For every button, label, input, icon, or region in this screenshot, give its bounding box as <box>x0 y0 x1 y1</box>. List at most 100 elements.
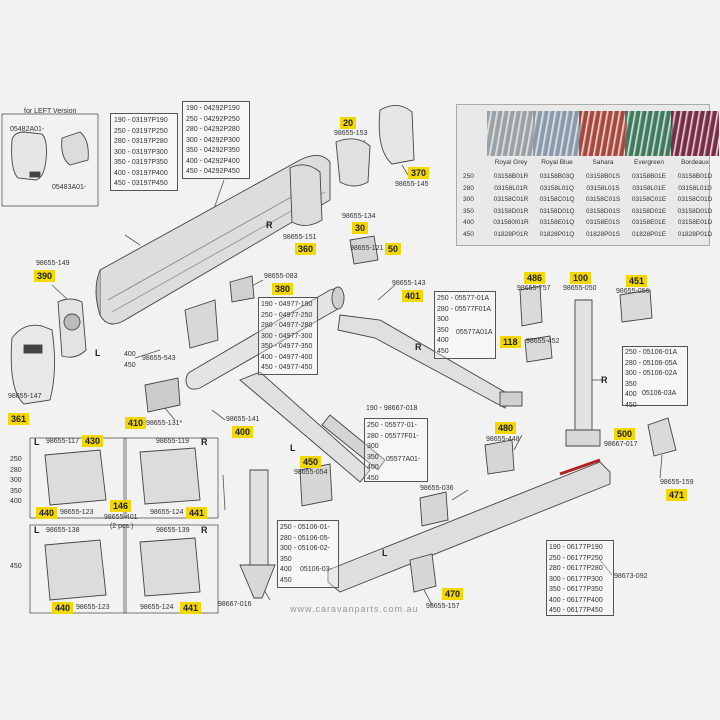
badge-480: 480 <box>495 422 517 434</box>
part-98655-159: 98655-159 <box>660 479 694 486</box>
arm-a-code: 05577A01A <box>456 329 493 336</box>
leg-l-code: 05106-03- <box>300 566 332 573</box>
leg-r-frame <box>622 346 688 406</box>
fabric-size: 280 <box>463 184 474 192</box>
fabric-code: 03158B01E <box>632 173 666 180</box>
fabric-code: 03158L01E <box>632 184 666 192</box>
part-98655-452: 98655-452 <box>526 338 560 345</box>
part-98655-138: 98655-138 <box>46 527 80 534</box>
fabric-code: 01828P01E <box>632 230 666 238</box>
support-leg-drawings <box>239 299 601 599</box>
part-98655-123a: 98655-123 <box>60 509 94 516</box>
fabric-code: 03158B01D <box>677 173 713 180</box>
left-version-label: for LEFT Version <box>24 108 77 115</box>
part-98655-083: 98655-083 <box>264 273 298 280</box>
part-98655-131: 98655-131* <box>146 420 183 427</box>
profile-a-frame <box>110 113 178 191</box>
end-cap-drawings <box>11 131 89 181</box>
fabric-swatch <box>487 111 535 156</box>
badge-20: 20 <box>340 117 357 129</box>
fabric-code: 03158D01S <box>585 207 621 215</box>
fabric-code: 03158D01Q <box>539 207 575 215</box>
fabric-code: 03158B01S <box>586 173 620 180</box>
part-98667-018: 190 - 98667-018 <box>366 405 418 412</box>
fabric-swatch <box>671 111 719 156</box>
fabric-size: 350 <box>463 207 474 215</box>
part-98655-401: 98655-401 <box>104 514 138 521</box>
badge-450: 450 <box>300 456 322 468</box>
hinge-kit-drawings <box>44 447 201 601</box>
part-98655-054: 98655-054 <box>294 469 328 476</box>
part-98655-134: 98655-134 <box>342 213 376 220</box>
bracket-drawings <box>10 105 677 593</box>
badge-118: 118 <box>500 336 521 348</box>
arm-a-sizes: 250 - 05577-01A 280 - 05577F01A 300 350 … <box>437 295 492 355</box>
side-r-1: R <box>266 220 273 230</box>
part-98655-123b: 98655-123 <box>76 604 110 611</box>
side-r-3: R <box>601 375 608 385</box>
arm-b-frame <box>364 418 428 482</box>
part-98667-016: 98667-016 <box>218 601 252 608</box>
fabric-size: 450 <box>463 230 474 238</box>
fabric-size: 400 <box>463 219 474 226</box>
badge-471: 471 <box>666 489 688 501</box>
watermark: www.caravanparts.com.au <box>290 604 419 614</box>
badge-500: 500 <box>614 428 636 440</box>
badge-441a: 441 <box>186 507 208 519</box>
fabric-code: 03158L01R <box>494 184 528 192</box>
fabric-swatch <box>579 111 627 156</box>
badge-401: 401 <box>402 290 424 302</box>
fabric-code: 03158L01S <box>586 184 620 192</box>
side-l-4: L <box>34 525 40 535</box>
part-98655-141: 98655-141 <box>226 416 260 423</box>
fabric-size: 250 <box>463 173 474 180</box>
box-a-sizes: 250 280 300 350 400 <box>10 456 22 505</box>
roller-frame <box>258 297 318 375</box>
rod-sizes: 400 450 <box>124 351 136 369</box>
part-98655-050: 98655-050 <box>563 285 597 292</box>
badge-100: 100 <box>570 272 592 284</box>
part-98655-124b: 98655-124 <box>140 604 174 611</box>
fabric-color-name: Bordeaux <box>681 159 709 166</box>
part-98655-147: 98655-147 <box>8 393 42 400</box>
fabric-code: 01828P01S <box>586 230 620 238</box>
fabric-color-name: Royal Grey <box>494 159 528 166</box>
badge-470: 470 <box>442 588 464 600</box>
part-98655-139: 98655-139 <box>156 527 190 534</box>
fabric-code: 031580I01R <box>493 219 529 226</box>
arm-b-code: 05577A01- <box>386 456 421 463</box>
badge-430: 430 <box>82 435 104 447</box>
front-sizes: 190 - 06177P190 250 - 06177P250 280 - 06… <box>549 544 603 614</box>
part-98655-448: 98655-448 <box>486 436 520 443</box>
fabric-code: 03158C01D <box>677 196 713 203</box>
fabric-code: 01828P01Q <box>539 230 575 238</box>
part-98655-143: 98655-143 <box>392 280 426 287</box>
leg-l-frame <box>277 520 339 588</box>
roller-tube-drawing <box>185 286 345 390</box>
fabric-size: 300 <box>463 196 474 203</box>
badge-410: 410 <box>125 417 147 429</box>
part-98655-119: 98655-119 <box>156 438 189 445</box>
badge-486: 486 <box>524 272 546 284</box>
fabric-swatch <box>625 111 673 156</box>
fabric-code: 03158E01Q <box>539 219 575 226</box>
part-98667-017: 98667-017 <box>604 441 638 448</box>
part-98655-153: 98655-153 <box>334 130 368 137</box>
badge-361: 361 <box>8 413 30 425</box>
front-frame <box>546 540 614 616</box>
profile-b-sizes: 190 - 04292P190 250 - 04292P250 280 - 04… <box>186 105 240 175</box>
part-98655-124a: 98655-124 <box>150 509 184 516</box>
fabric-code: 03158E01D <box>677 219 713 226</box>
side-r-5: R <box>201 525 208 535</box>
part-98655-145: 98655-145 <box>395 181 429 188</box>
badge-370: 370 <box>408 167 430 179</box>
part-98655-151: 98655-151 <box>283 234 317 241</box>
part-05482A01: 05482A01- <box>10 126 45 133</box>
leg-r-sizes: 250 - 05106-01A 280 - 05106-05A 300 - 05… <box>625 349 678 409</box>
arm-a-frame <box>434 291 496 359</box>
fabric-code: 03158L01D <box>678 184 712 192</box>
fabric-code: 03158E01E <box>632 219 666 226</box>
side-r-4: R <box>201 437 208 447</box>
